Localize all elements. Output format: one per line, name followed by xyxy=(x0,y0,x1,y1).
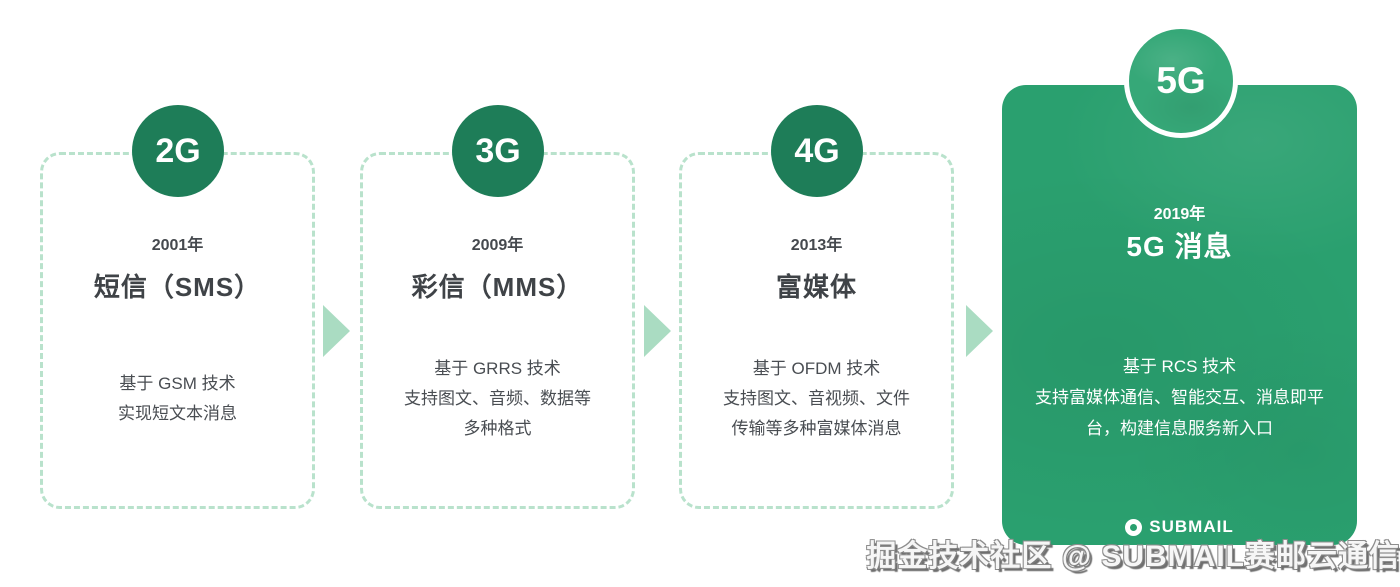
stage-card-3g: 2009年 彩信（MMS） 基于 GRRS 技术 支持图文、音频、数据等 多种格… xyxy=(360,152,635,509)
submail-logo: SUBMAIL xyxy=(1002,517,1357,537)
stage-badge-5g: 5G xyxy=(1124,24,1238,138)
stage-title: 彩信（MMS） xyxy=(411,272,584,302)
stage-description: 基于 RCS 技术 支持富媒体通信、智能交互、消息即平 台，构建信息服务新入口 xyxy=(1016,347,1343,447)
stage-card-2g: 2001年 短信（SMS） 基于 GSM 技术 实现短文本消息 xyxy=(40,152,315,509)
description-line: 支持图文、音频、数据等 xyxy=(404,389,591,408)
stage-badge-2g: 2G xyxy=(132,105,224,197)
description-line: 基于 GSM 技术 xyxy=(119,374,236,393)
description-line: 实现短文本消息 xyxy=(118,404,237,423)
description-line: 支持富媒体通信、智能交互、消息即平 xyxy=(1035,387,1324,407)
description-line: 基于 RCS 技术 xyxy=(1122,356,1237,376)
stage-description: 基于 OFDM 技术 支持图文、音视频、文件 传输等多种富媒体消息 xyxy=(690,351,943,447)
description-line: 支持图文、音视频、文件 xyxy=(723,389,910,408)
stage-year: 2013年 xyxy=(790,237,843,254)
watermark-text: 掘金技术社区 @ SUBMAIL赛邮云通信 xyxy=(866,540,1400,573)
stage-description: 基于 GSM 技术 实现短文本消息 xyxy=(51,351,304,447)
description-line: 基于 OFDM 技术 xyxy=(752,359,881,378)
stage-year: 2019年 xyxy=(1153,206,1206,223)
stage-card-4g: 2013年 富媒体 基于 OFDM 技术 支持图文、音视频、文件 传输等多种富媒… xyxy=(679,152,954,509)
stage-card-5g: 2019年 5G 消息 基于 RCS 技术 支持富媒体通信、智能交互、消息即平 … xyxy=(1002,85,1357,545)
stage-badge-3g: 3G xyxy=(452,105,544,197)
submail-ring-icon xyxy=(1125,518,1143,536)
description-line: 台，构建信息服务新入口 xyxy=(1086,418,1273,438)
description-line: 传输等多种富媒体消息 xyxy=(731,419,902,438)
description-line: 多种格式 xyxy=(463,419,532,438)
stage-title: 5G 消息 xyxy=(1126,231,1233,262)
submail-logo-text: SUBMAIL xyxy=(1149,517,1234,536)
arrow-right-icon xyxy=(323,305,350,357)
stage-title: 短信（SMS） xyxy=(93,272,262,302)
arrow-right-icon xyxy=(966,305,993,357)
stage-description: 基于 GRRS 技术 支持图文、音频、数据等 多种格式 xyxy=(371,351,624,447)
stage-title: 富媒体 xyxy=(775,272,857,302)
stage-year: 2001年 xyxy=(151,237,204,254)
stage-year: 2009年 xyxy=(471,237,524,254)
description-line: 基于 GRRS 技术 xyxy=(434,359,561,378)
stage-badge-4g: 4G xyxy=(771,105,863,197)
arrow-right-icon xyxy=(644,305,671,357)
